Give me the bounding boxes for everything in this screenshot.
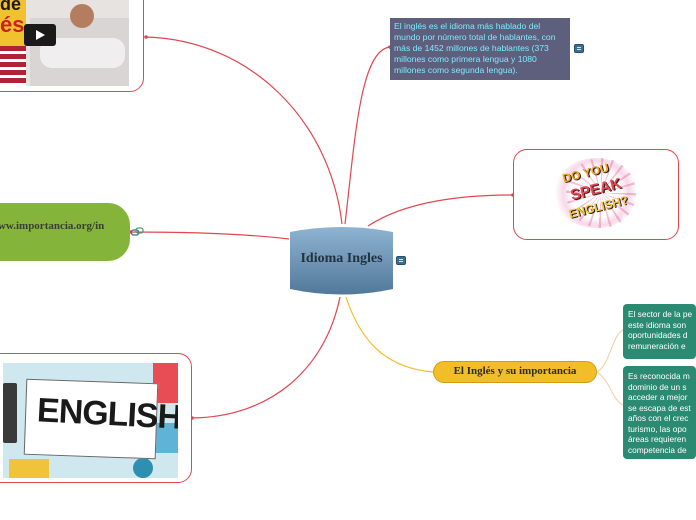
link-to-importance <box>345 296 434 373</box>
note-icon[interactable] <box>396 256 406 265</box>
url-node-label[interactable]: www.importancia.org/in <box>0 220 105 232</box>
play-icon <box>36 30 45 40</box>
video-thumb-text-2: és <box>0 12 25 37</box>
subtopic-2-line: dominio de un s <box>628 381 687 392</box>
subtopic-1-line: este idioma son <box>628 319 687 330</box>
note-icon[interactable] <box>574 44 584 53</box>
english-board-image[interactable]: ENGLISH <box>3 363 178 478</box>
english-board-text: ENGLISH <box>36 391 178 437</box>
subtopic-1-line: oportunidades d <box>628 330 688 340</box>
subtopic-2-line: turismo, las opo <box>628 423 687 434</box>
link-to-subtopic-1 <box>596 329 624 373</box>
speak-english-image[interactable]: DO YOU SPEAK ENGLISH? <box>540 156 650 232</box>
subtopic-node-2[interactable]: Es reconocida m dominio de un s acceder … <box>623 366 696 459</box>
video-thumbnail[interactable]: de és <box>0 0 129 86</box>
subtopic-2-line: se escapa de est <box>628 402 691 413</box>
central-topic-shape[interactable] <box>289 224 394 297</box>
link-to-english-board <box>191 296 341 419</box>
link-to-video-end <box>144 35 148 39</box>
subtopic-2-line: acceder a mejor <box>628 392 688 402</box>
importance-node-title[interactable]: El Inglés y su importancia <box>453 365 577 377</box>
subtopic-1-line: remuneración e <box>628 340 686 351</box>
subtopic-2-line: años con el crec <box>628 413 689 423</box>
info-note[interactable]: El inglés es el idioma más hablado del m… <box>390 18 570 80</box>
link-to-url-node <box>129 231 290 240</box>
url-node[interactable] <box>0 203 130 261</box>
link-icon[interactable] <box>131 227 144 237</box>
link-to-info-note <box>344 46 391 225</box>
play-button[interactable] <box>24 24 56 46</box>
link-to-subtopic-2 <box>596 371 624 406</box>
subtopic-2-line: áreas requieren <box>628 434 687 444</box>
video-thumb-text-1: de <box>0 0 22 14</box>
subtopic-node-1[interactable]: El sector de la pe este idioma son oport… <box>623 304 696 359</box>
link-to-speak-english <box>367 194 514 227</box>
subtopic-2-line: competencia de <box>628 444 687 455</box>
subtopic-1-line: El sector de la pe <box>628 309 693 319</box>
subtopic-2-line: Es reconocida m <box>628 371 690 381</box>
central-topic-title[interactable]: Idioma Ingles <box>300 251 383 266</box>
link-to-video <box>145 36 343 225</box>
importance-node[interactable] <box>433 361 597 383</box>
